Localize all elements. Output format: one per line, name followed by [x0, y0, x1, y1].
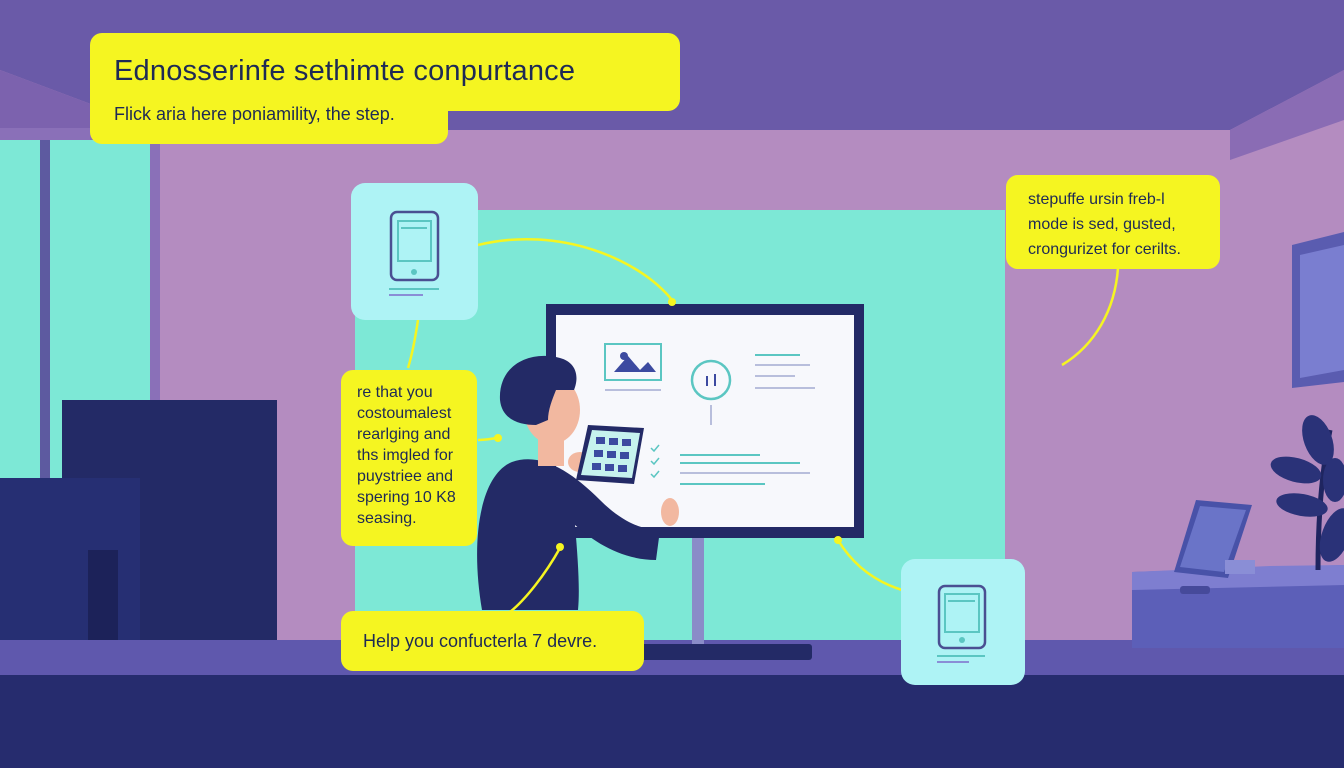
plant-icon — [1270, 415, 1344, 571]
left-callout-line: costoumalest — [357, 405, 452, 422]
wall-frame — [1292, 232, 1344, 388]
left-callout: re that you costoumalest rearlging and t… — [341, 370, 477, 546]
right-callout: stepuffe ursin freb-l mode is sed, guste… — [1006, 175, 1220, 269]
right-callout-line: mode is sed, gusted, — [1028, 216, 1176, 233]
left-callout-line: ths imgled for — [357, 447, 454, 464]
left-callout-line: puystriee and — [357, 468, 454, 485]
bottom-callout: Help you confucterla 7 devre. — [341, 611, 644, 671]
person — [477, 355, 679, 610]
subtitle-callout: Flick aria here poniamility, the step. — [90, 92, 448, 144]
connectors — [406, 237, 1120, 613]
left-callout-line: spering 10 K8 — [357, 489, 456, 506]
right-callout-line: crongurizet for cerilts. — [1028, 241, 1181, 258]
left-callout-line: rearlging and — [357, 426, 451, 443]
main-monitor — [546, 304, 864, 660]
device-card-top — [351, 183, 478, 320]
title-text: Ednosserinfe sethimte conpurtance — [114, 55, 576, 87]
left-callout-line: re that you — [357, 384, 433, 401]
tablet-on-stand — [1174, 500, 1255, 578]
side-cabinet — [1132, 565, 1344, 648]
bottom-callout-text: Help you confucterla 7 devre. — [363, 631, 598, 651]
left-callout-line: seasing. — [357, 510, 417, 527]
subtitle-text: Flick aria here poniamility, the step. — [114, 104, 395, 124]
device-card-bottom — [901, 559, 1025, 685]
tablet-icon — [937, 584, 987, 663]
tablet-icon — [389, 210, 440, 296]
right-callout-line: stepuffe ursin freb-l — [1028, 191, 1165, 208]
